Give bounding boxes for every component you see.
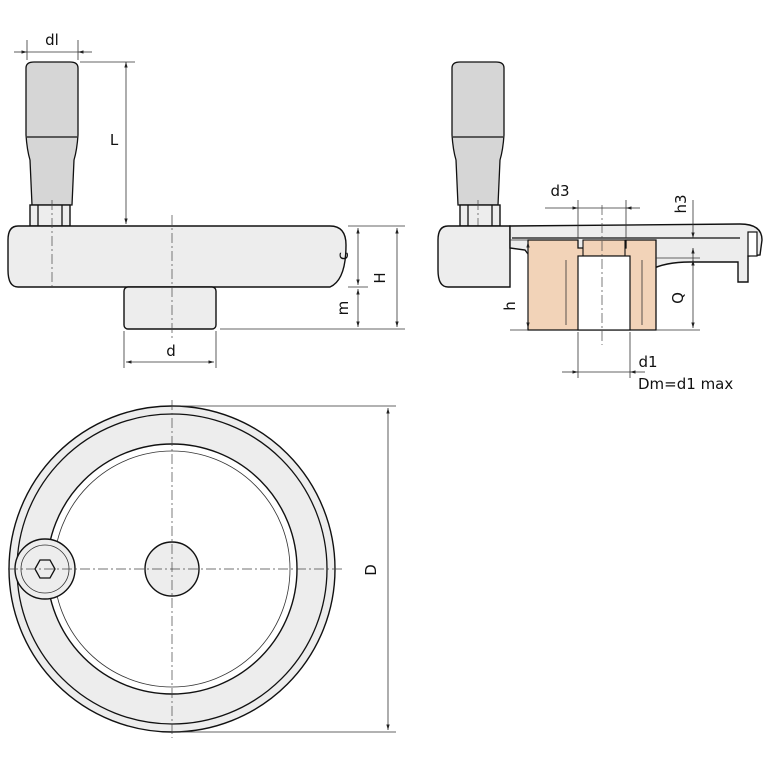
dim-H-label: H: [371, 272, 389, 283]
plan-dimensions: D: [172, 405, 396, 733]
handle-grip-side: [451, 61, 505, 206]
handle-grip: [25, 61, 79, 206]
dim-h-label: h: [501, 301, 519, 311]
dim-L-label: L: [110, 131, 119, 149]
dim-m-label: m: [334, 301, 352, 316]
hub-front: [123, 286, 217, 330]
dim-d1-label: d1: [638, 353, 657, 371]
dim-d3-label: d3: [550, 182, 569, 200]
wheel-rim-outer: [437, 225, 511, 288]
dim-h3-label: h3: [672, 194, 690, 213]
dim-Q-label: Q: [669, 292, 687, 304]
dim-d-label: d: [166, 342, 176, 360]
hex-socket: [34, 559, 56, 579]
hex-nut-side: [459, 204, 501, 227]
section-dimensions: d3 h3 Q h d1 Dm=d1 max: [501, 182, 733, 393]
dim-dl-label: dl: [45, 31, 59, 49]
dim-D-label: D: [362, 564, 380, 576]
front-dimensions: dl L c m H d: [14, 31, 405, 368]
front-view: [7, 61, 347, 340]
hex-nut: [29, 204, 71, 227]
bore: [577, 255, 631, 331]
dim-c-label: c: [334, 252, 352, 260]
dm-note: Dm=d1 max: [638, 375, 733, 393]
wheel-rim-side: [7, 225, 347, 288]
section-view: [437, 61, 763, 345]
plan-view: [8, 400, 345, 738]
